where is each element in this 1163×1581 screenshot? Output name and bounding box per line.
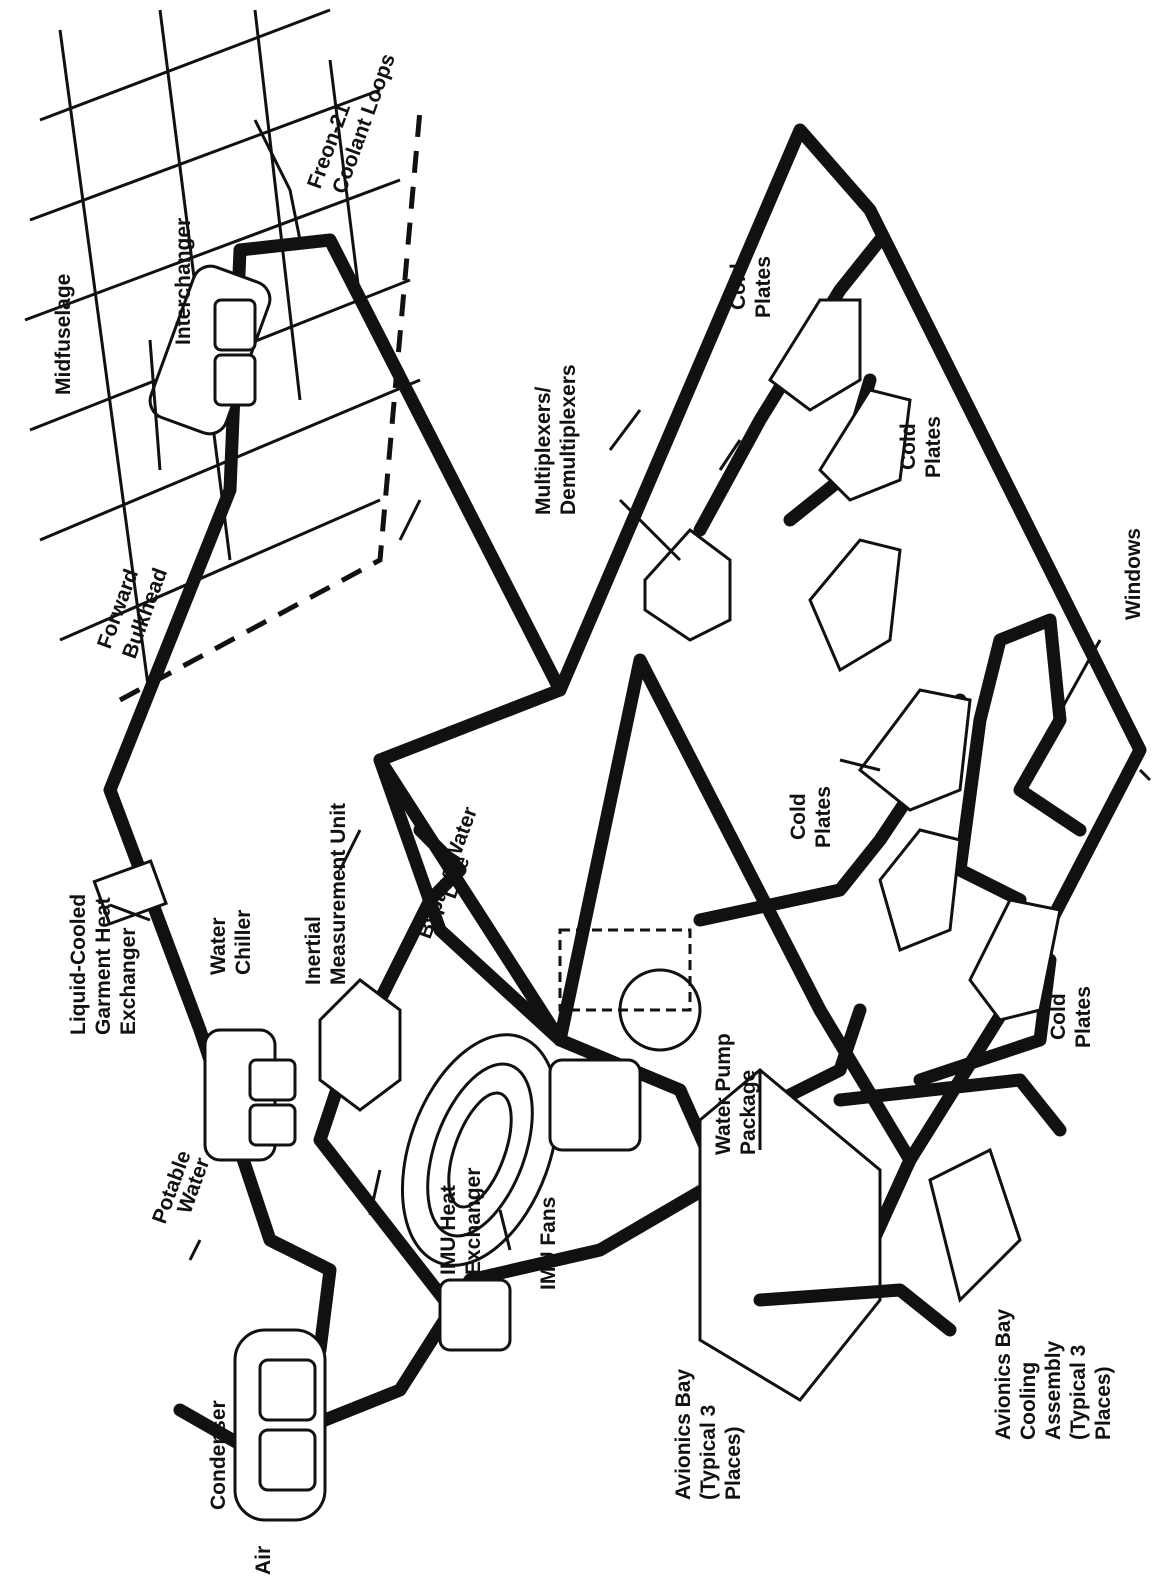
label-multiplexers-1: Multiplexers/: [532, 386, 555, 515]
label-cold-plates-d2: Plates: [1072, 986, 1095, 1048]
label-multiplexers-2: Demultiplexers: [557, 364, 580, 515]
multiplexer-box: [645, 530, 730, 640]
label-water-pump-2: Package: [737, 1070, 760, 1155]
label-water-chiller-2: Chiller: [232, 910, 255, 975]
label-cold-plates-b1: Cold: [897, 423, 920, 470]
label-water-pump-1: Water Pump: [712, 1033, 735, 1155]
label-imu-1: Inertial: [302, 916, 325, 985]
imu-hx-box: [440, 1280, 510, 1350]
label-cold-plates-b2: Plates: [922, 416, 945, 478]
label-cold-plates-a1: Cold: [727, 263, 750, 310]
label-midfuselage: Midfuselage: [52, 274, 75, 395]
label-cold-plates-c1: Cold: [787, 793, 810, 840]
label-imu-hx-2: Exchanger: [462, 1168, 485, 1275]
label-lcg-3: Exchanger: [117, 928, 140, 1035]
label-water-chiller-1: Water: [207, 917, 230, 975]
imu-box: [320, 980, 400, 1110]
label-imu-2: Measurement Unit: [327, 803, 350, 985]
label-interchanger: Interchanger: [172, 218, 195, 345]
label-avionics-bay-2: (Typical 3: [697, 1405, 720, 1500]
label-cooling-4: (Typical 3: [1067, 1345, 1090, 1440]
label-windows: Windows: [1122, 528, 1145, 620]
label-cooling-5: Places): [1092, 1366, 1115, 1440]
label-cold-plates-a2: Plates: [752, 256, 775, 318]
label-cold-plates-c2: Plates: [812, 786, 835, 848]
interchanger: [145, 120, 300, 470]
label-cooling-1: Avionics Bay: [992, 1309, 1015, 1440]
label-lcg-1: Liquid-Cooled: [67, 894, 90, 1035]
water-chiller: [205, 1030, 295, 1160]
cold-plate-boxes: [770, 300, 1060, 1020]
condenser: [235, 1330, 325, 1520]
label-imu-hx-1: IMU Heat: [437, 1185, 460, 1275]
label-condenser: Condenser: [207, 1400, 230, 1510]
label-cooling-3: Assembly: [1042, 1340, 1065, 1440]
label-avionics-bay-1: Avionics Bay: [672, 1369, 695, 1500]
label-lcg-2: Garment Heat: [92, 897, 115, 1035]
label-imu-fans: IMU Fans: [537, 1197, 560, 1290]
label-cold-plates-d1: Cold: [1047, 993, 1070, 1040]
label-cooling-2: Cooling: [1017, 1362, 1040, 1440]
label-air: Air: [252, 1546, 275, 1575]
label-avionics-bay-3: Places): [722, 1426, 745, 1500]
